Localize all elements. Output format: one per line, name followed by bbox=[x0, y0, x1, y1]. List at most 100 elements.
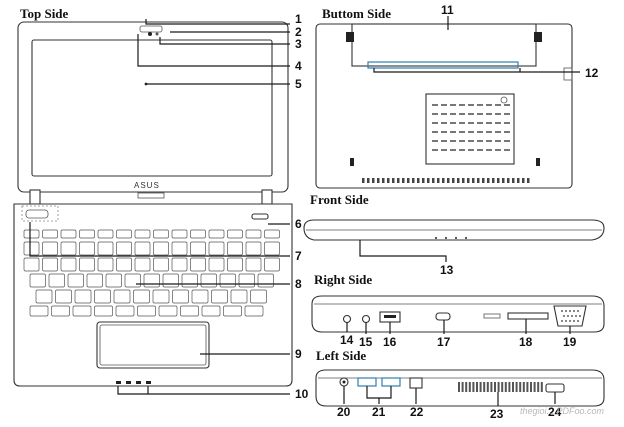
keyboard-key bbox=[181, 273, 198, 288]
speaker-slot bbox=[467, 178, 470, 183]
vent-slot bbox=[472, 382, 475, 392]
vent-slot bbox=[508, 382, 511, 392]
vent-slot bbox=[441, 131, 447, 133]
vga-pin bbox=[567, 315, 569, 317]
vent-slot bbox=[458, 382, 460, 392]
keyboard-key bbox=[257, 273, 274, 288]
keyboard-key bbox=[244, 305, 264, 317]
speaker-slot bbox=[487, 178, 490, 183]
vent-slot bbox=[495, 113, 501, 115]
vent-slot bbox=[486, 131, 492, 133]
vent-slot bbox=[495, 149, 501, 151]
keyboard-key bbox=[60, 241, 77, 256]
keyboard-key bbox=[208, 257, 225, 272]
vent-slot bbox=[432, 149, 438, 151]
vent-slot bbox=[537, 382, 540, 392]
keyboard-key bbox=[171, 241, 188, 256]
callout-24: 24 bbox=[548, 405, 562, 419]
vent-slot bbox=[432, 113, 438, 115]
speaker-slot bbox=[462, 178, 465, 183]
keyboard-key bbox=[74, 289, 92, 304]
vent-slot bbox=[504, 113, 510, 115]
keyboard-key bbox=[172, 289, 189, 304]
vent-slot bbox=[515, 382, 518, 392]
vga-pin bbox=[579, 315, 581, 317]
speaker-slot bbox=[502, 178, 505, 183]
vga-pin bbox=[569, 310, 571, 312]
callout-18: 18 bbox=[519, 335, 533, 349]
callout-14: 14 bbox=[340, 333, 354, 347]
keyboard-key bbox=[79, 229, 95, 239]
callout-lines-bottom bbox=[373, 16, 580, 73]
keyboard-key bbox=[48, 273, 65, 288]
title-right-side: Right Side bbox=[314, 272, 372, 287]
vent-slot bbox=[450, 113, 456, 115]
keyboard-key bbox=[245, 241, 262, 256]
speaker-slot bbox=[397, 178, 400, 183]
keyboard-key bbox=[190, 241, 206, 256]
vent-slot bbox=[450, 104, 456, 106]
speaker-slot bbox=[522, 178, 525, 183]
vent-slot bbox=[477, 122, 483, 124]
vga-pin bbox=[561, 320, 563, 322]
keyboard-key bbox=[264, 257, 280, 272]
vent-slot bbox=[495, 122, 501, 124]
keyboard-key bbox=[97, 257, 114, 272]
vent-slot bbox=[504, 382, 507, 392]
vent-slot bbox=[461, 382, 464, 392]
callout-7: 7 bbox=[295, 249, 302, 263]
keyboard-key bbox=[211, 289, 228, 304]
keyboard-key bbox=[208, 241, 225, 256]
keyboard-key bbox=[153, 257, 169, 272]
vent-slot bbox=[441, 140, 447, 142]
vent-slot bbox=[468, 122, 474, 124]
callouts-top: 1 2 3 4 5 6 7 8 9 10 bbox=[295, 12, 309, 401]
callout-15: 15 bbox=[359, 335, 373, 349]
keyboard-key bbox=[42, 229, 58, 239]
vent-slot bbox=[495, 104, 501, 106]
keyboard-key bbox=[230, 289, 248, 304]
title-left-side: Left Side bbox=[316, 348, 366, 363]
speaker-slot bbox=[482, 178, 485, 183]
vent-slot bbox=[432, 122, 438, 124]
laptop-front-view bbox=[303, 219, 605, 241]
vent-slot bbox=[468, 140, 474, 142]
keyboard-key bbox=[190, 229, 206, 239]
keyboard-key bbox=[190, 257, 206, 272]
callout-line-13 bbox=[359, 240, 447, 262]
vent-slot bbox=[504, 131, 510, 133]
keyboard-key bbox=[223, 305, 242, 317]
keyboard-key bbox=[60, 229, 77, 239]
watermark: thegioi... PDFoo.com bbox=[520, 406, 605, 416]
callout-6: 6 bbox=[295, 217, 302, 231]
callout-11: 11 bbox=[441, 3, 454, 17]
keyboard-key bbox=[51, 305, 70, 317]
keyboard-key bbox=[134, 241, 151, 256]
vga-pin bbox=[573, 320, 575, 322]
vent-slot bbox=[465, 382, 468, 392]
callout-17: 17 bbox=[437, 335, 451, 349]
keyboard-key bbox=[116, 257, 132, 272]
vent-slot bbox=[459, 122, 465, 124]
keyboard-key bbox=[133, 289, 150, 304]
vent-slot bbox=[441, 113, 447, 115]
keyboard-key bbox=[153, 229, 169, 239]
vga-pin bbox=[565, 320, 567, 322]
callout-22: 22 bbox=[410, 405, 424, 419]
vent-slot bbox=[468, 149, 474, 151]
keyboard-key bbox=[115, 305, 135, 317]
keyboard-key bbox=[245, 257, 262, 272]
vent-slot bbox=[468, 104, 474, 106]
keyboard-key bbox=[137, 305, 156, 317]
vga-pins bbox=[561, 310, 581, 322]
speaker-slot bbox=[477, 178, 480, 183]
keyboard-key bbox=[227, 229, 243, 239]
speaker-slot bbox=[512, 178, 515, 183]
keyboard-key bbox=[72, 305, 92, 317]
vent-slot bbox=[495, 131, 501, 133]
callout-23: 23 bbox=[490, 407, 504, 421]
keyboard-key bbox=[152, 289, 170, 304]
callout-1: 1 bbox=[295, 12, 302, 26]
speaker-slot bbox=[407, 178, 410, 183]
callout-16: 16 bbox=[383, 335, 397, 349]
